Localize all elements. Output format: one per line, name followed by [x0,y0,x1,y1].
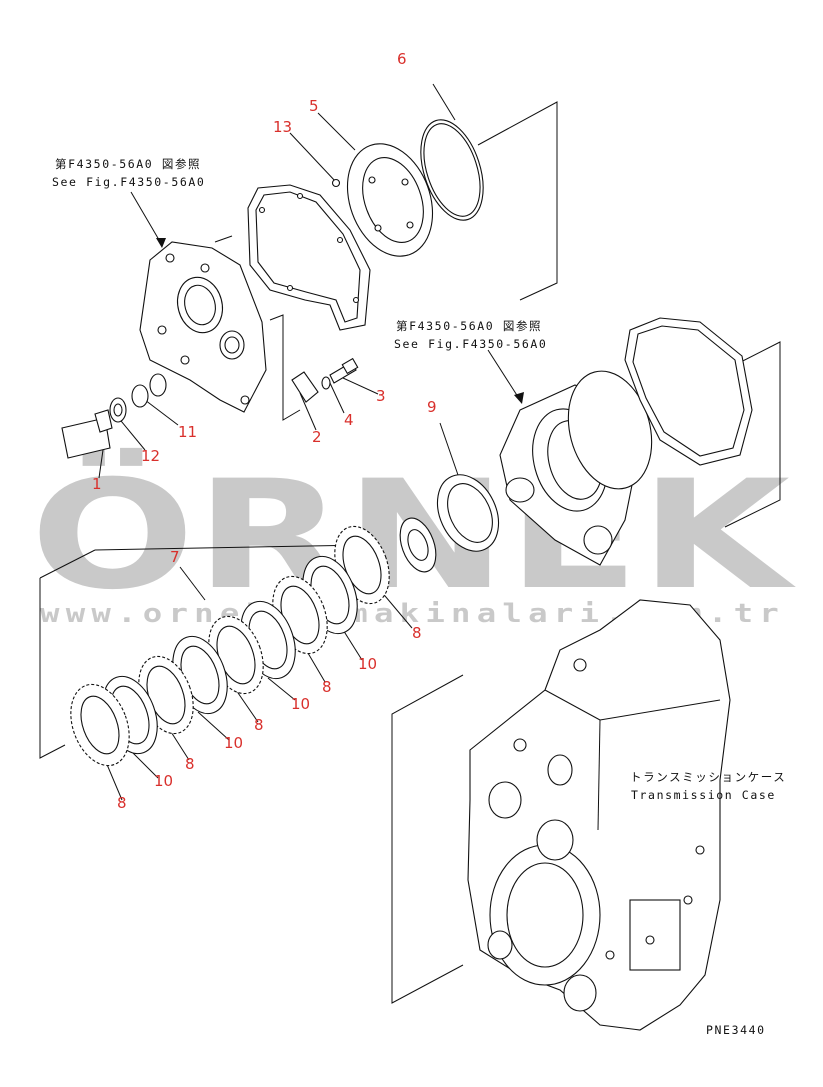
front-cover [139,235,267,413]
callout-8-d: 8 [185,755,195,773]
callout-7: 7 [170,548,180,566]
transmission-case [467,599,731,1031]
callout-10-a: 10 [358,655,377,673]
rear-gasket [624,317,753,466]
reference-1-en: See Fig.F4350-56A0 [52,175,205,189]
callout-10-b: 10 [291,695,310,713]
callout-6: 6 [397,50,407,68]
callouts: 6 5 13 3 4 2 11 12 1 9 7 8 10 8 10 8 10 … [92,50,437,812]
block-part-2 [291,371,319,403]
piston-part-5 [331,143,434,257]
case-label-jp: トランスミッションケース [630,770,786,784]
drawing-code: PNE3440 [706,1023,766,1037]
ring-part-12 [109,397,127,423]
bolt-part-3 [329,357,359,384]
seal-ring-part-9 [436,474,500,552]
callout-9: 9 [427,398,437,416]
callout-13: 13 [273,118,292,136]
case-label-en: Transmission Case [631,788,776,802]
callout-5: 5 [309,97,319,115]
callout-1: 1 [92,475,102,493]
callout-4: 4 [344,411,354,429]
callout-8-a: 8 [412,624,422,642]
callout-8-e: 8 [117,794,127,812]
reference-notes: 第F4350-56A0 図参照 See Fig.F4350-56A0 第F435… [52,157,786,1037]
callout-10-c: 10 [224,734,243,752]
callout-2: 2 [312,428,322,446]
callout-8-c: 8 [254,716,264,734]
callout-3: 3 [376,387,386,405]
gasket [247,184,371,331]
bracket-lines [39,101,781,1004]
washer-part-4 [321,376,331,390]
clutch-housing [499,370,653,566]
needle-bearing [399,517,437,573]
callout-10-d: 10 [154,772,173,790]
bearing-part-11 [131,373,167,408]
callout-8-b: 8 [322,678,332,696]
callout-12: 12 [141,447,160,465]
clutch-pack [70,525,390,767]
reference-2-en: See Fig.F4350-56A0 [394,337,547,351]
snap-ring-part-6 [420,119,484,221]
shaft-part-1 [61,409,113,459]
callout-11: 11 [178,423,197,441]
reference-2-jp: 第F4350-56A0 図参照 [396,319,542,333]
reference-1-jp: 第F4350-56A0 図参照 [55,157,201,171]
